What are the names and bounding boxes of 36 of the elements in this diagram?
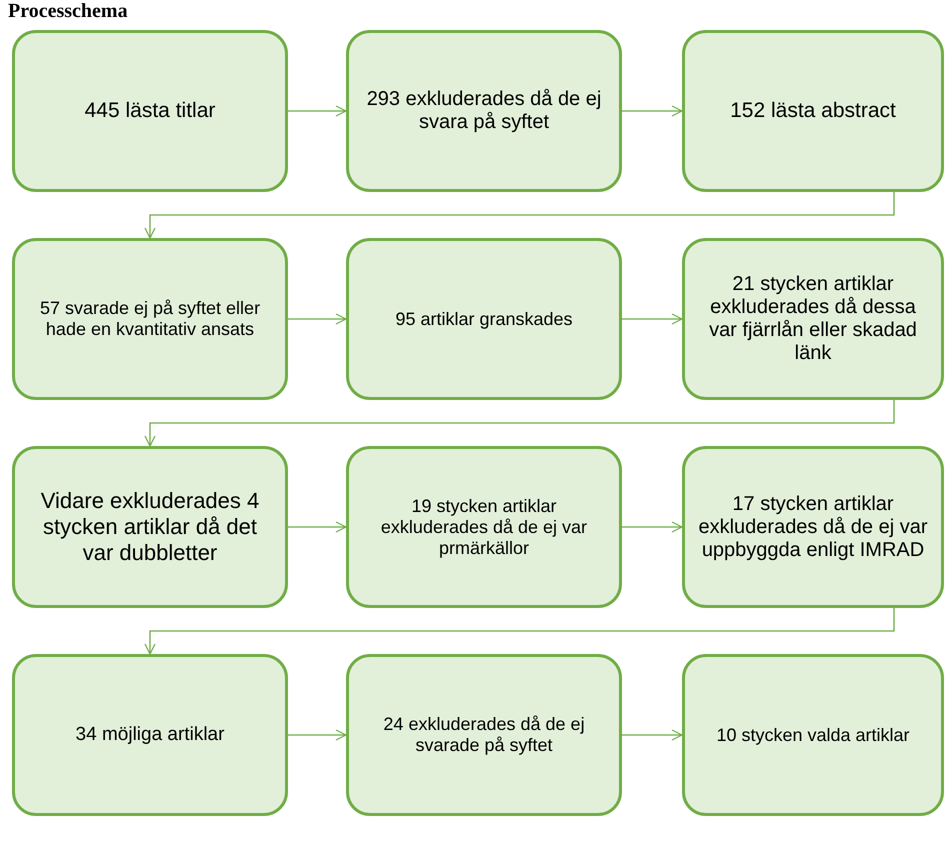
process-box bbox=[346, 30, 622, 192]
process-box bbox=[682, 30, 944, 192]
arrow bbox=[144, 608, 895, 655]
box-text: 152 lästa abstract bbox=[730, 99, 896, 123]
arrow bbox=[622, 729, 683, 741]
box-text: 95 artiklar granskades bbox=[395, 308, 573, 330]
process-box bbox=[346, 654, 622, 816]
process-box bbox=[346, 446, 622, 608]
process-box bbox=[346, 238, 622, 400]
diagram-title: Processchema bbox=[8, 0, 128, 23]
process-box bbox=[682, 446, 944, 608]
process-box bbox=[12, 238, 288, 400]
arrow bbox=[288, 521, 347, 533]
box-text: 17 stycken artiklar exkluderades då de ej var uppbyggda enligt IMRAD bbox=[697, 492, 929, 562]
arrow bbox=[144, 192, 895, 239]
process-box bbox=[12, 446, 288, 608]
box-text: 445 lästa titlar bbox=[84, 99, 216, 123]
arrow bbox=[622, 313, 683, 325]
process-box bbox=[12, 30, 288, 192]
box-text: 21 stycken artiklar exkluderades då dessa var fjärrlån eller skadad länk bbox=[708, 273, 918, 365]
box-text: Vidare exkluderades 4 stycken artiklar då det var dubbletter bbox=[40, 488, 260, 566]
arrow bbox=[288, 105, 347, 117]
arrow bbox=[288, 313, 347, 325]
process-box bbox=[12, 654, 288, 816]
process-box bbox=[682, 654, 944, 816]
box-text: 34 möjliga artiklar bbox=[76, 724, 224, 746]
box-text: 10 stycken valda artiklar bbox=[716, 724, 910, 746]
box-text: 57 svarade ej på syftet eller hade en kvantitativ ansats bbox=[38, 298, 262, 340]
box-text: 19 stycken artiklar exkluderades då de ej var prmärkällor bbox=[380, 496, 588, 558]
arrow bbox=[622, 521, 683, 533]
box-text: 293 exkluderades då de ej svara på syftet bbox=[366, 88, 602, 134]
arrow bbox=[288, 729, 347, 741]
arrow bbox=[144, 400, 895, 447]
arrow bbox=[622, 105, 683, 117]
process-box bbox=[682, 238, 944, 400]
box-text: 24 exkluderades då de ej svarade på syftet bbox=[382, 714, 586, 756]
